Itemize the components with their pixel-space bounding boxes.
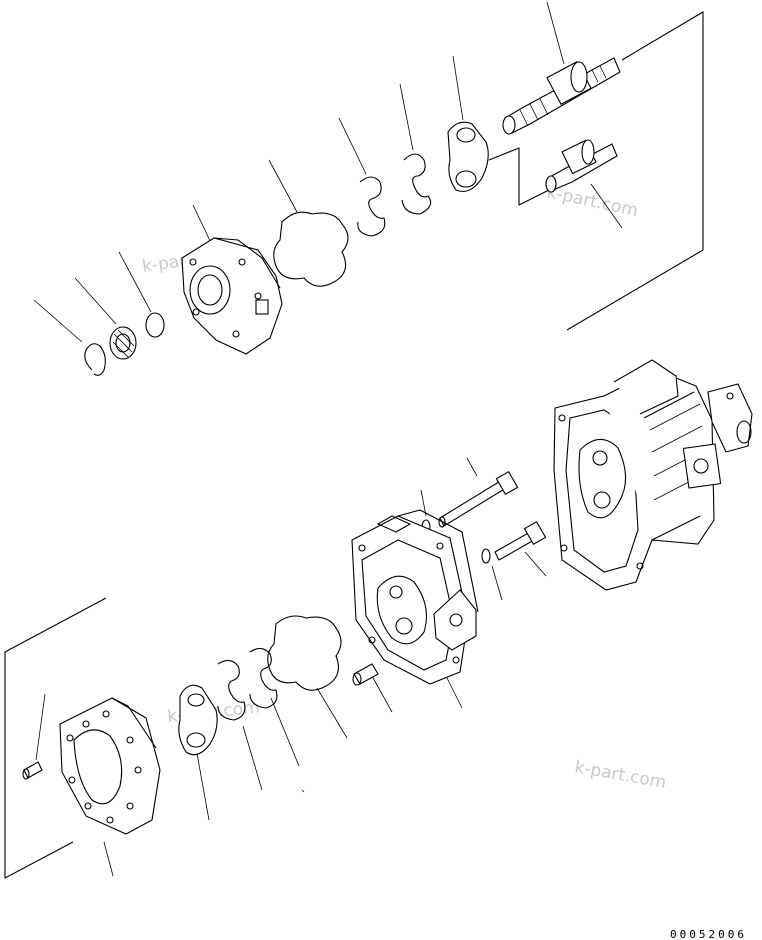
o-ring-upper <box>145 312 165 338</box>
lower-group-frame <box>4 597 107 879</box>
drawing-number: 00052006 <box>670 928 747 940</box>
dowel-pin-center <box>352 663 379 686</box>
snap-rings-lower <box>217 647 278 721</box>
leader-lines <box>33 1 623 877</box>
rear-cover-ring <box>59 697 161 835</box>
shaft-group-bracket <box>488 147 520 205</box>
upper-group-frame <box>566 11 704 331</box>
front-cover-housing <box>181 237 283 355</box>
drive-shaft <box>502 57 621 135</box>
gasket-lower <box>267 615 342 691</box>
rear-pump-assembly <box>553 359 753 591</box>
driven-gear <box>545 139 618 193</box>
snap-ring-front <box>84 343 106 376</box>
short-bolt <box>494 520 547 561</box>
oil-seal <box>109 326 137 360</box>
gasket-upper <box>273 211 349 287</box>
washer-lower <box>481 548 491 564</box>
long-bolt <box>438 470 519 528</box>
dowel-pin-lower <box>22 761 43 780</box>
watermark-top-right: k-part.com <box>545 182 640 221</box>
snap-rings-upper <box>357 153 432 237</box>
watermark-bottom-right: k-part.com <box>573 757 668 793</box>
side-plate-lower <box>178 684 218 756</box>
side-plate-upper <box>447 121 489 193</box>
center-pump-housing <box>351 509 479 685</box>
